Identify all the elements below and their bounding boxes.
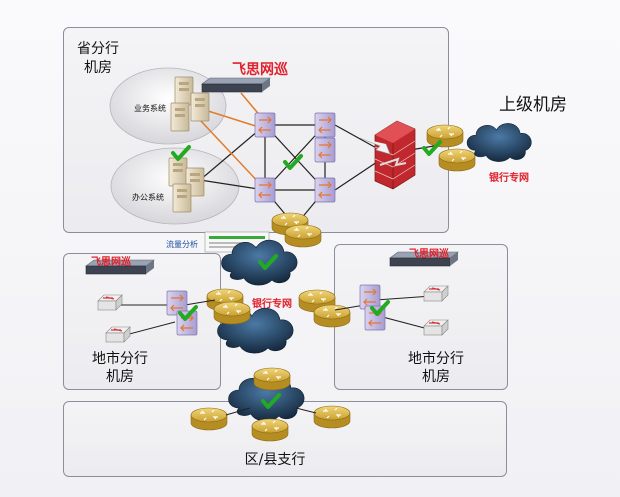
business-server-icon (190, 92, 210, 122)
hub-icon (423, 319, 449, 336)
hub-icon (97, 294, 123, 311)
monitor-label-top: 飞思网巡 (232, 62, 288, 78)
switch-icon (359, 284, 381, 310)
traffic-analysis-label: 流量分析 (166, 240, 198, 249)
core-switch-icon (254, 177, 276, 203)
router-icon (213, 301, 251, 325)
province-room-label: 省分行 机房 (77, 41, 119, 76)
business-server-icon (174, 76, 194, 106)
county-links (225, 407, 317, 416)
router-icon (253, 367, 291, 391)
bank-net-label-center: 银行专网 (252, 299, 292, 310)
office-server-icon (172, 183, 192, 213)
city-left-label: 地市分行 机房 (92, 351, 148, 385)
core-switch-icon (254, 112, 276, 138)
office-server-icon (168, 157, 188, 187)
business-system-label: 业务系统 (134, 104, 166, 113)
router-icon (284, 224, 322, 248)
router-icon (313, 405, 351, 429)
monitor-appliance-icon (201, 77, 271, 93)
monitor-label-left: 飞思网巡 (91, 257, 131, 268)
router-icon (251, 418, 289, 442)
firewall-icon (359, 120, 416, 190)
city-right-label: 地市分行 机房 (408, 351, 464, 385)
hub-icon (105, 326, 131, 343)
county-label: 区/县支行 (244, 452, 306, 468)
upper-router-icon (426, 124, 464, 148)
bank-net-label-right: 银行专网 (489, 173, 529, 184)
office-system-label: 办公系统 (132, 193, 164, 202)
router-icon (190, 407, 228, 431)
core-switch-icon (314, 177, 336, 203)
monitor-label-right: 飞思网巡 (409, 249, 449, 260)
hub-icon (423, 285, 449, 302)
upper-room-label: 上级机房 (499, 95, 567, 115)
upper-router-icon (438, 148, 476, 172)
bank-network-cloud-icon (466, 123, 532, 162)
core-switch-icon (314, 112, 336, 138)
core-switch-icon (314, 137, 336, 163)
business-system-zone (109, 67, 227, 145)
city-right-panel (334, 244, 508, 390)
